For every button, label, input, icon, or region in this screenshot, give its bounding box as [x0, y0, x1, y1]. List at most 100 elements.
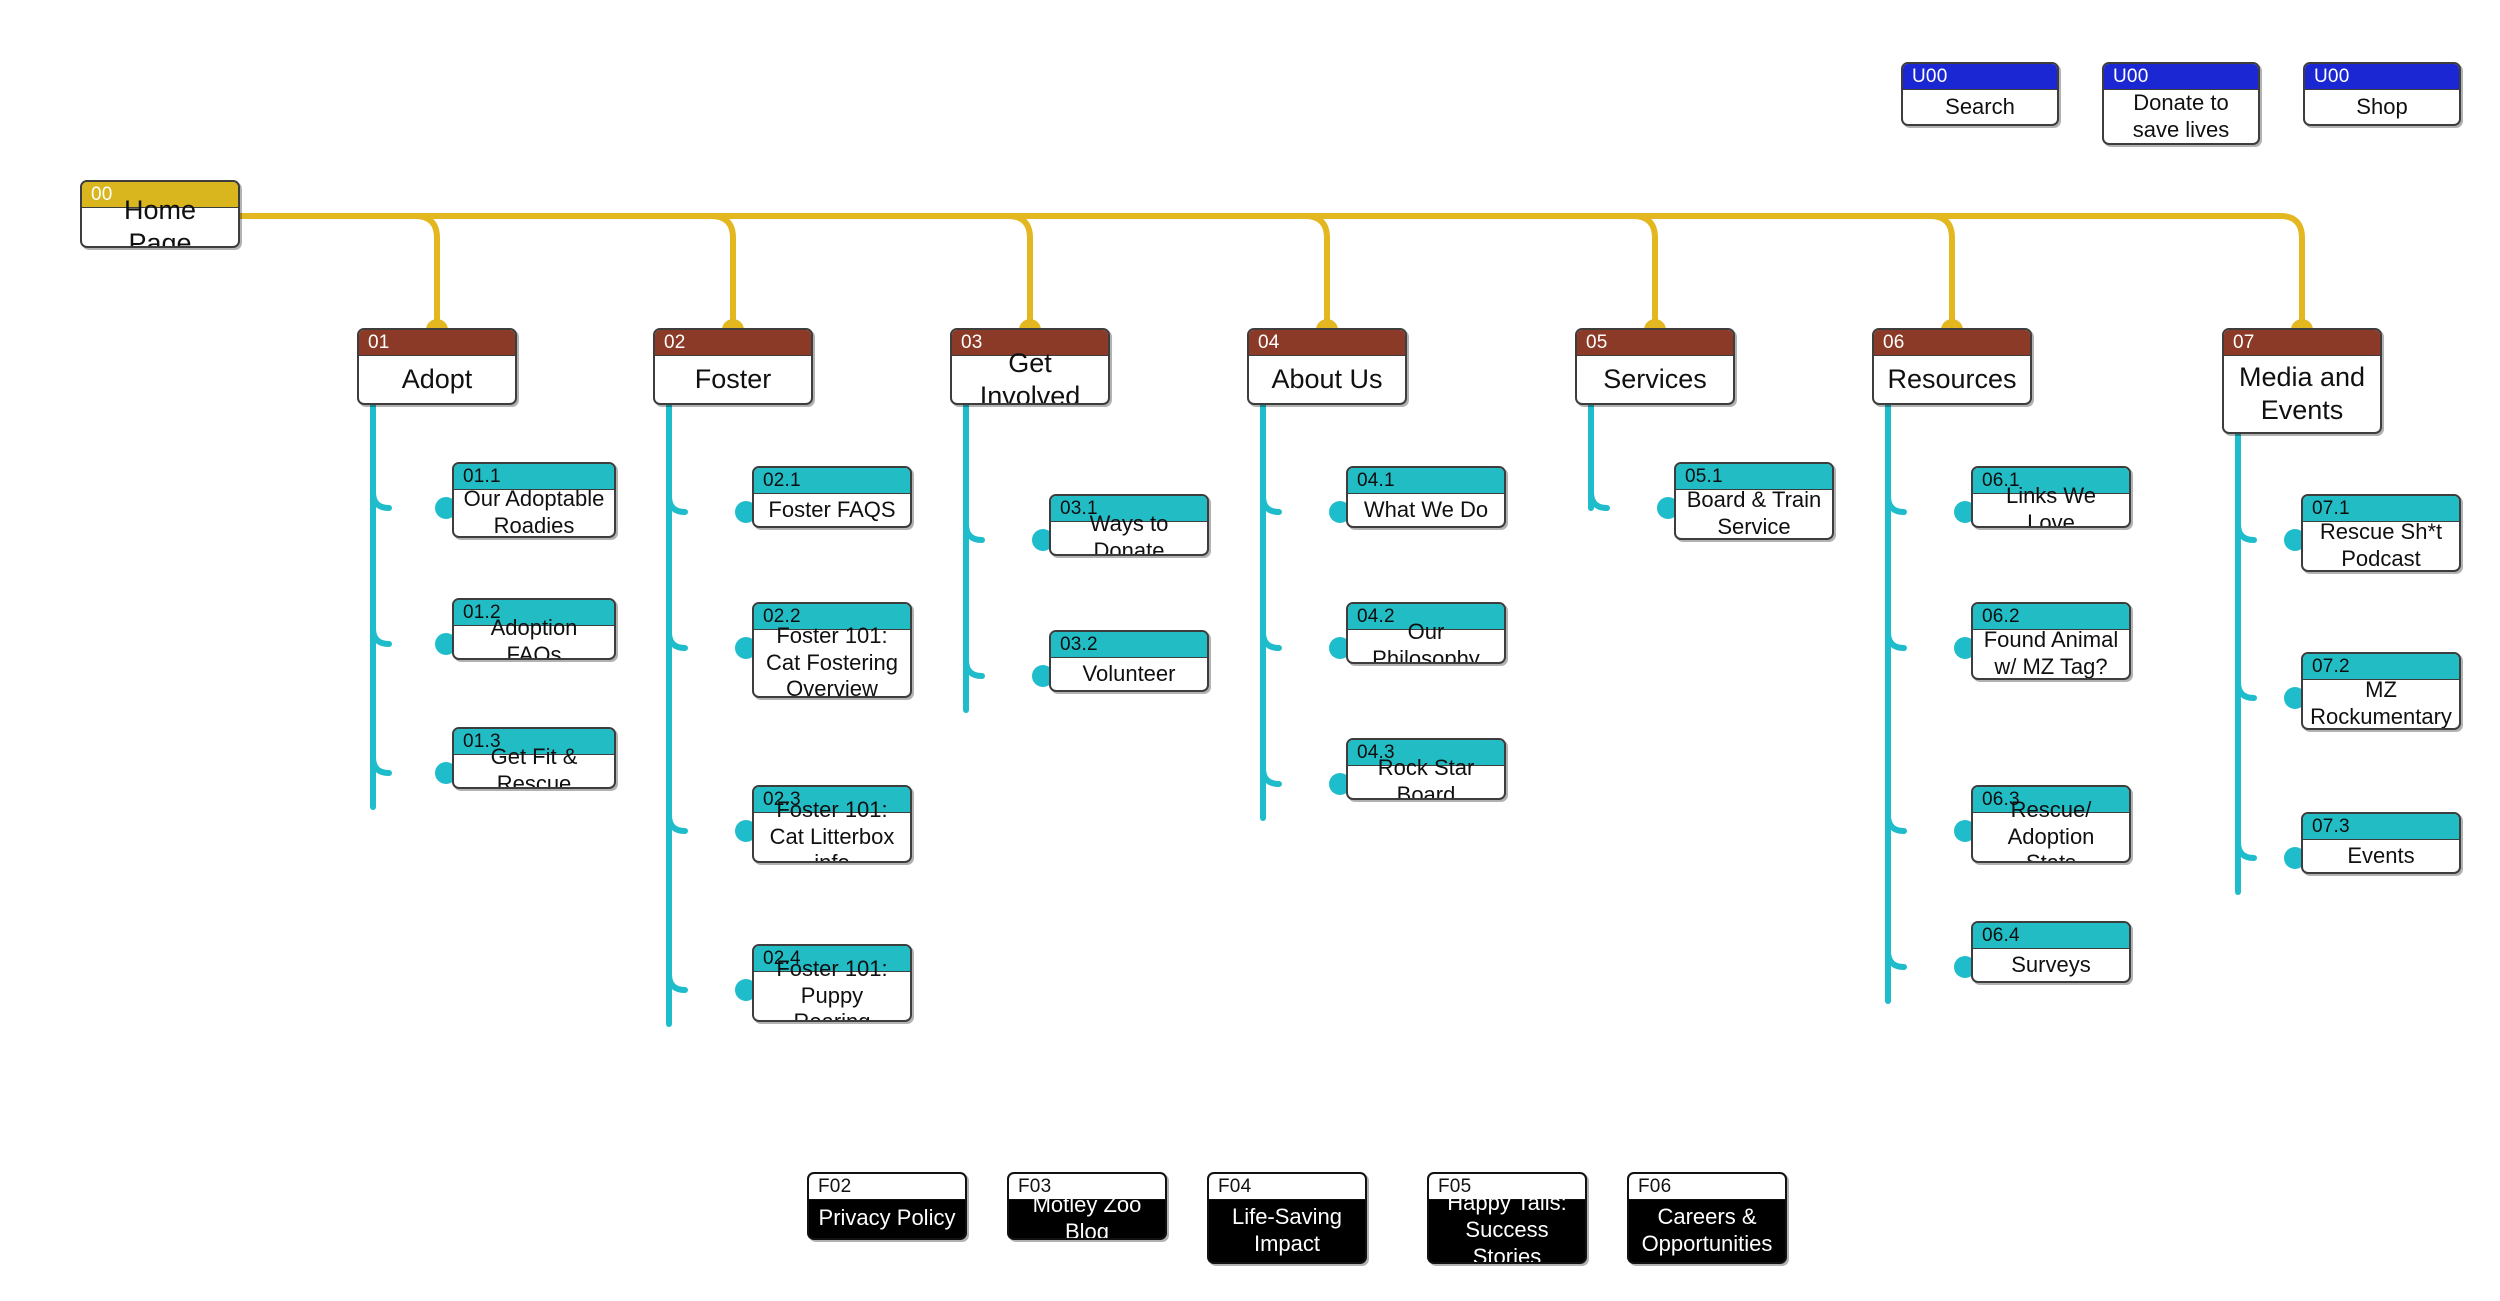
page-node-our-philosophy-label: Our Philosophy: [1372, 619, 1480, 664]
page-node-events-label: Events: [2347, 842, 2415, 868]
connector-line: [666, 812, 688, 834]
page-node-surveys-label: Surveys: [2011, 951, 2091, 977]
page-node-foster-faqs-id: 02.1: [754, 468, 910, 494]
page-node-foster-101-cat-fostering-overview-label: Foster 101: Cat Fostering Overview: [765, 622, 899, 698]
page-node-adoption-faqs-label: Adoption FAQs: [490, 615, 578, 660]
page-node-links-we-love-label: Links We Love: [2005, 483, 2097, 528]
utility-node-search-id: U00: [1903, 64, 2057, 90]
connector-line: [1885, 629, 1907, 651]
connector-line: [666, 971, 688, 993]
connector-line: [412, 213, 440, 327]
connector-line: [370, 625, 392, 647]
footer-node-privacy-policy-label: Privacy Policy: [809, 1200, 965, 1237]
page-node-our-philosophy-id: 04.2: [1348, 604, 1504, 630]
footer-node-privacy-policy-id: F02: [809, 1174, 965, 1200]
page-node-foster-101-puppy-rearing[interactable]: 02.4Foster 101: Puppy Rearing: [752, 944, 912, 1022]
connector-line: [1630, 213, 1658, 327]
page-node-foster-101-cat-fostering-overview-id: 02.2: [754, 604, 910, 630]
connector-line: [963, 657, 985, 679]
section-node-get-involved-label: Get Involved: [979, 347, 1081, 405]
page-node-rescue-adoption-stats[interactable]: 06.3Rescue/ Adoption Stats: [1971, 785, 2131, 863]
page-node-foster-101-cat-litterbox-info[interactable]: 02.3Foster 101: Cat Litterbox info: [752, 785, 912, 863]
page-node-adoption-faqs-id: 01.2: [454, 600, 614, 626]
page-node-ways-to-donate-label: Ways to Donate: [1089, 511, 1169, 556]
section-node-media-and-events-label: Media and Events: [2238, 362, 2366, 425]
footer-node-motley-zoo-blog-id: F03: [1009, 1174, 1165, 1200]
page-node-what-we-do-id: 04.1: [1348, 468, 1504, 494]
connector-line: [2235, 679, 2257, 701]
connector-line: [963, 521, 985, 543]
connector-line: [1260, 629, 1282, 651]
utility-node-donate-to-save-lives-label: Donate to save lives: [2132, 89, 2230, 142]
section-node-foster-id: 02: [655, 330, 811, 356]
section-node-foster-label: Foster: [694, 364, 772, 395]
footer-node-happy-tails-success-stories-label: Happy Tails: Success Stories: [1429, 1190, 1585, 1262]
footer-node-life-saving-impact-id: F04: [1209, 1174, 1365, 1200]
page-node-our-adoptable-roadies-id: 01.1: [454, 464, 614, 490]
connector-line: [370, 754, 392, 776]
page-node-found-animal-w-mz-tag-label: Found Animal w/ MZ Tag?: [1983, 627, 2119, 679]
section-node-media-and-events-id: 07: [2224, 330, 2380, 356]
section-node-services-label: Services: [1603, 364, 1707, 395]
page-node-foster-101-puppy-rearing-label: Foster 101: Puppy Rearing: [776, 956, 887, 1022]
connector-line: [1260, 493, 1282, 515]
page-node-foster-101-puppy-rearing-id: 02.4: [754, 946, 910, 972]
page-node-events-id: 07.3: [2303, 814, 2459, 840]
utility-node-shop-id: U00: [2305, 64, 2459, 90]
section-node-services-id: 05: [1577, 330, 1733, 356]
section-node-adopt-label: Adopt: [401, 364, 473, 395]
connector-line: [1005, 213, 1033, 327]
page-node-ways-to-donate-id: 03.1: [1051, 496, 1207, 522]
section-node-get-involved-id: 03: [952, 330, 1108, 356]
page-node-get-fit-rescue-id: 01.3: [454, 729, 614, 755]
page-node-links-we-love-id: 06.1: [1973, 468, 2129, 494]
section-node-adopt-id: 01: [359, 330, 515, 356]
page-node-mz-rockumentary-label: MZ Rockumentary: [2310, 677, 2452, 729]
connector-line: [2235, 839, 2257, 861]
utility-node-donate-to-save-lives-id: U00: [2104, 64, 2258, 90]
connector-line: [1302, 213, 1330, 327]
connector-line: [666, 629, 688, 651]
page-node-board-train-service-label: Board & Train Service: [1686, 487, 1822, 539]
root-node-home-page-id: 00: [82, 182, 238, 208]
utility-node-search-label: Search: [1945, 93, 2015, 119]
section-node-about-us-label: About Us: [1271, 364, 1383, 395]
page-node-rock-star-board-label: Rock Star Board: [1377, 755, 1475, 800]
footer-node-happy-tails-success-stories-id: F05: [1429, 1174, 1585, 1200]
connector-line: [666, 493, 688, 515]
